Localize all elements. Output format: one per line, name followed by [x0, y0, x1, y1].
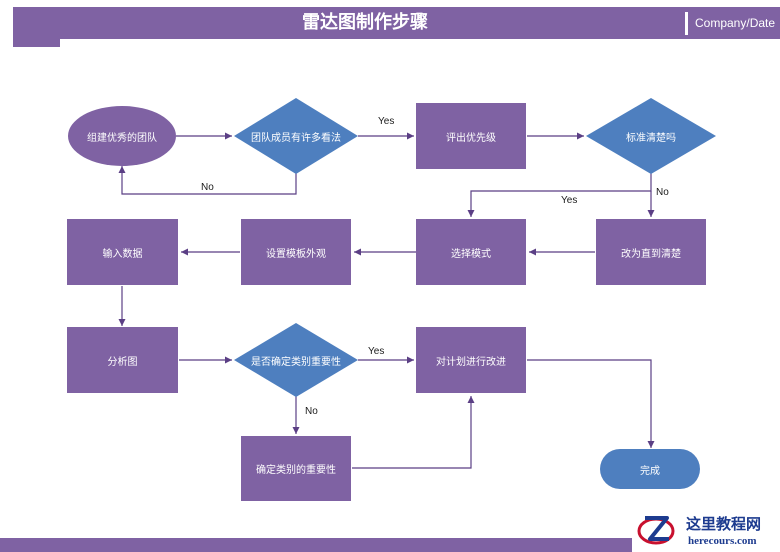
node-input-rect	[67, 219, 178, 285]
page-title: 雷达图制作步骤	[302, 12, 428, 33]
node-improve-rect	[416, 327, 526, 393]
edge-label-views-yes: Yes	[378, 116, 395, 127]
node-analyze-rect	[67, 327, 178, 393]
edge-label-views-no: No	[201, 182, 214, 193]
edge-label-clear-yes: Yes	[561, 195, 578, 206]
edge-views-team-no	[118, 166, 297, 195]
edge-confirm-improve	[352, 396, 475, 469]
watermark-title: 这里教程网	[686, 515, 762, 533]
node-importance-diamond	[234, 323, 358, 397]
node-template-rect	[241, 219, 351, 285]
node-mode-rect	[416, 219, 526, 285]
edge-label-clear-no: No	[656, 187, 669, 198]
header-divider	[685, 12, 688, 35]
header-bar	[13, 7, 780, 39]
node-done-pill	[600, 449, 700, 489]
node-clear-diamond	[586, 98, 716, 174]
watermark-url: herecours.com	[688, 535, 757, 547]
edge-label-importance-no: No	[305, 406, 318, 417]
node-priority-rect	[416, 103, 526, 169]
node-team-ellipse	[68, 106, 176, 166]
edge-improve-done	[527, 359, 655, 448]
header-tab	[13, 39, 60, 47]
node-change-rect	[596, 219, 706, 285]
node-confirm-rect	[241, 436, 351, 501]
node-views-diamond	[234, 98, 358, 174]
edge-label-importance-yes: Yes	[368, 346, 385, 357]
watermark: 这里教程网 herecours.com	[632, 505, 780, 552]
watermark-logo-icon	[637, 516, 675, 545]
footer-bar	[0, 538, 632, 552]
edge-clear-mode-yes	[467, 173, 652, 217]
company-date-label: Company/Date	[695, 16, 776, 30]
